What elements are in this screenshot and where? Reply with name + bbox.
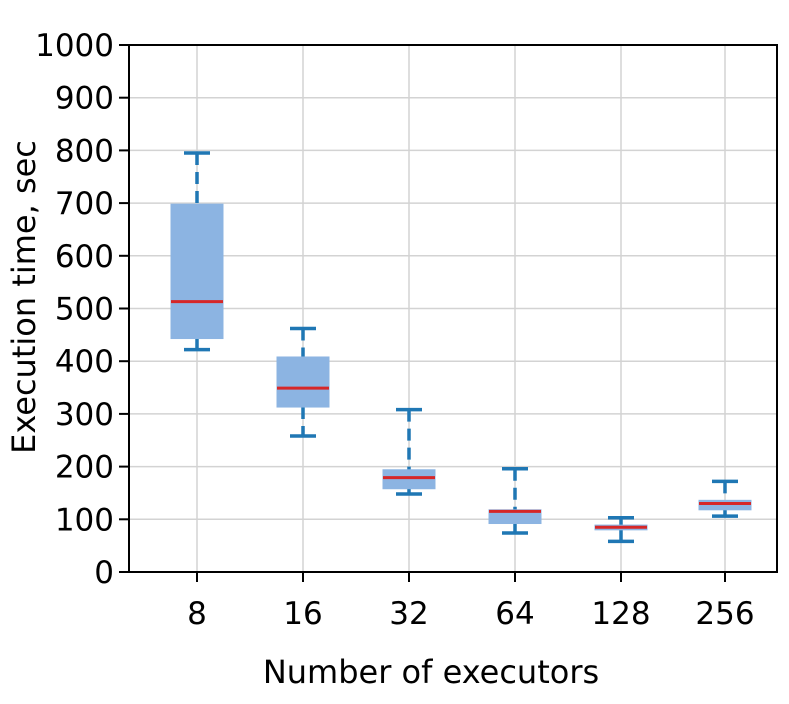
box-32 bbox=[382, 407, 436, 496]
y-tick-label: 900 bbox=[55, 81, 114, 117]
box-64 bbox=[488, 466, 542, 535]
y-axis-label: Execution time, sec bbox=[5, 140, 43, 454]
x-axis-label: Number of executors bbox=[263, 653, 599, 691]
y-tick-label: 200 bbox=[55, 450, 114, 486]
y-axis-ticks: 0 100 200 300 400 500 600 700 800 900 1000 bbox=[35, 28, 129, 591]
y-tick-label: 100 bbox=[55, 502, 114, 538]
box-8 bbox=[170, 151, 224, 352]
x-tick-label: 16 bbox=[283, 596, 322, 632]
grid-lines bbox=[129, 44, 777, 573]
y-tick-label: 800 bbox=[55, 133, 114, 169]
x-tick-label: 128 bbox=[591, 596, 650, 632]
iqr-box bbox=[170, 203, 224, 340]
box-16 bbox=[276, 326, 330, 438]
iqr-box bbox=[488, 509, 542, 525]
x-tick-label: 256 bbox=[695, 596, 754, 632]
iqr-box bbox=[276, 356, 330, 408]
iqr-box bbox=[382, 469, 436, 490]
box-128 bbox=[594, 515, 648, 544]
x-tick-label: 8 bbox=[187, 596, 207, 632]
box-256 bbox=[698, 479, 752, 518]
box-series bbox=[170, 151, 752, 544]
y-tick-label: 600 bbox=[55, 239, 114, 275]
y-tick-label: 500 bbox=[55, 292, 114, 328]
y-tick-label: 700 bbox=[55, 186, 114, 222]
x-tick-label: 64 bbox=[495, 596, 534, 632]
y-tick-label: 400 bbox=[55, 344, 114, 380]
y-tick-label: 300 bbox=[55, 397, 114, 433]
iqr-box bbox=[698, 499, 752, 511]
x-axis-ticks: 8 16 32 64 128 256 bbox=[187, 572, 755, 632]
y-tick-label: 0 bbox=[94, 555, 114, 591]
y-tick-label: 1000 bbox=[35, 28, 114, 64]
x-tick-label: 32 bbox=[389, 596, 428, 632]
